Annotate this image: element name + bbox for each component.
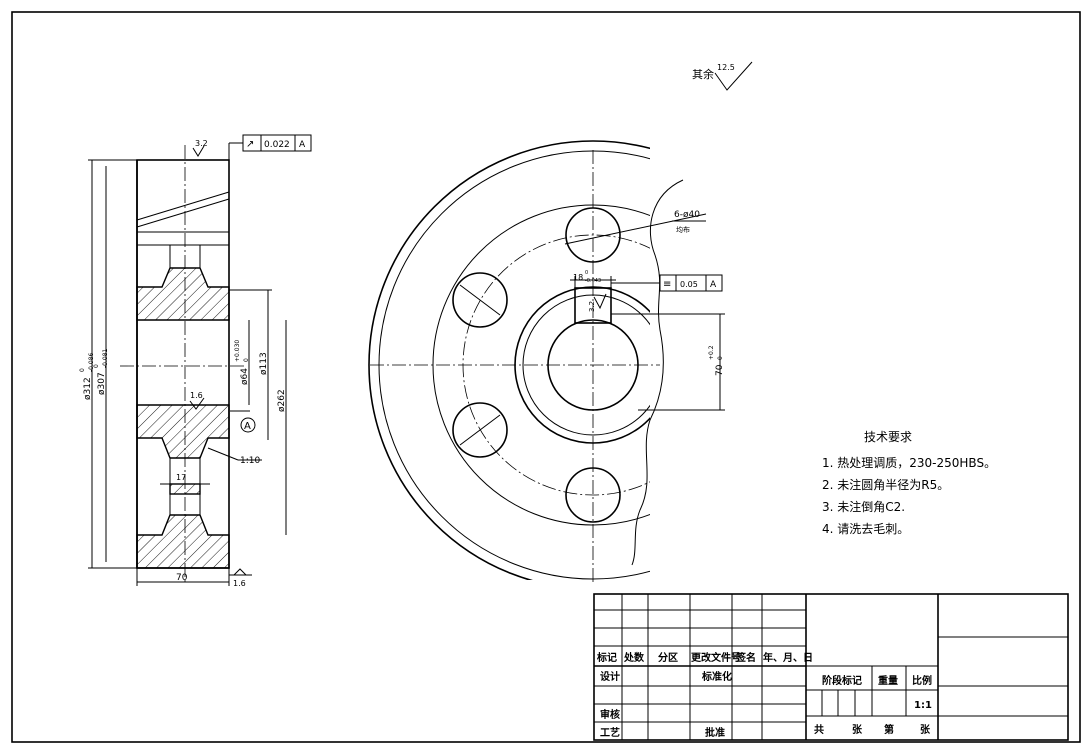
symmetry-tolerance-frame: [659, 274, 723, 292]
title-block: 标记 处数 分区 更改文件号 签名 年、月、日 设计 标准化 审核 工艺 批准 …: [593, 593, 1069, 741]
svg-text:签名: 签名: [735, 651, 756, 664]
svg-text:年、月、日: 年、月、日: [763, 651, 813, 664]
break-line: [631, 179, 684, 566]
requirement-item: 2. 未注圆角半径为R5。: [822, 477, 949, 492]
svg-text:70: 70: [715, 364, 725, 376]
svg-text:3.2: 3.2: [195, 139, 208, 148]
runout-tolerance-frame: [242, 134, 312, 152]
svg-text:0: 0: [717, 356, 724, 360]
datum-a-symbol: [240, 417, 256, 433]
svg-text:共: 共: [814, 723, 824, 736]
svg-text:ø307: ø307: [97, 372, 107, 395]
svg-text:处数: 处数: [623, 651, 645, 664]
requirements-title: 技术要求: [864, 430, 912, 444]
svg-text:A: A: [710, 280, 717, 290]
svg-text:0: 0: [585, 270, 588, 276]
svg-text:标准化: 标准化: [701, 670, 732, 683]
svg-text:1:1: 1:1: [914, 700, 932, 711]
svg-text:重量: 重量: [878, 674, 898, 687]
svg-text:比例: 比例: [912, 674, 932, 687]
svg-text:ø64: ø64: [240, 368, 250, 385]
roughness-note: 其余 12.5: [692, 61, 753, 91]
svg-text:工艺: 工艺: [600, 726, 620, 739]
technical-requirements: 技术要求 1. 热处理调质，230-250HBS。 2. 未注圆角半径为R5。 …: [822, 430, 996, 536]
svg-text:0: 0: [243, 358, 250, 362]
svg-text:1:10: 1:10: [240, 456, 260, 466]
svg-text:-0.081: -0.081: [102, 348, 109, 368]
svg-text:-0.086: -0.086: [88, 352, 95, 372]
svg-text:标记: 标记: [596, 651, 617, 664]
lower-hub-section: [136, 404, 230, 459]
svg-text:0.05: 0.05: [680, 280, 698, 289]
upper-hub-section: [136, 267, 230, 321]
svg-text:第: 第: [884, 723, 894, 736]
svg-text:0.022: 0.022: [264, 140, 290, 150]
svg-text:ø262: ø262: [277, 389, 287, 412]
svg-text:0: 0: [93, 364, 100, 368]
svg-text:+0.2: +0.2: [708, 345, 715, 360]
svg-text:ø312: ø312: [83, 377, 93, 400]
side-dimensions: 3.2 ↗ 0.022 A ø312 0 -0.086 ø307 0 -0.08…: [79, 134, 312, 588]
svg-text:阶段标记: 阶段标记: [822, 674, 862, 687]
front-dimensions: 6-ø40 均布 18 0 -0.043 3.2 ≡ 0.05 A 70 +0.…: [564, 210, 725, 411]
svg-text:3.2: 3.2: [588, 301, 596, 312]
svg-text:18: 18: [573, 273, 583, 282]
svg-text:0: 0: [79, 368, 86, 372]
svg-text:审核: 审核: [600, 708, 620, 721]
svg-text:其余: 其余: [692, 67, 714, 81]
svg-text:17: 17: [176, 473, 186, 482]
requirement-item: 4. 请洗去毛刺。: [822, 522, 909, 536]
svg-text:1.6: 1.6: [233, 579, 246, 588]
requirement-item: 1. 热处理调质，230-250HBS。: [822, 456, 996, 470]
side-section-view: [120, 145, 245, 585]
rim-outline: [136, 159, 230, 569]
svg-text:均布: 均布: [676, 225, 690, 234]
requirement-item: 3. 未注倒角C2.: [822, 499, 905, 514]
svg-text:ø113: ø113: [259, 352, 269, 375]
svg-text:+0.030: +0.030: [234, 340, 241, 362]
svg-text:批准: 批准: [705, 726, 725, 739]
svg-text:更改文件号: 更改文件号: [691, 651, 741, 664]
svg-text:设计: 设计: [600, 670, 620, 683]
svg-text:1.6: 1.6: [190, 391, 203, 400]
svg-text:-0.043: -0.043: [585, 278, 601, 284]
svg-text:12.5: 12.5: [717, 63, 735, 72]
svg-text:A: A: [299, 140, 306, 150]
svg-text:70: 70: [176, 573, 188, 583]
drawing-frame: [11, 11, 1081, 743]
lightening-hole: [452, 402, 508, 458]
bottom-rim-section: [136, 514, 230, 569]
lightening-hole: [452, 272, 508, 328]
outer-circle: [368, 140, 650, 580]
svg-text:≡: ≡: [663, 279, 671, 290]
svg-text:6-ø40: 6-ø40: [674, 210, 700, 220]
svg-text:A: A: [244, 421, 251, 432]
svg-text:↗: ↗: [246, 139, 254, 150]
svg-text:分区: 分区: [658, 651, 678, 664]
svg-text:张: 张: [920, 723, 931, 736]
svg-text:张: 张: [852, 723, 863, 736]
